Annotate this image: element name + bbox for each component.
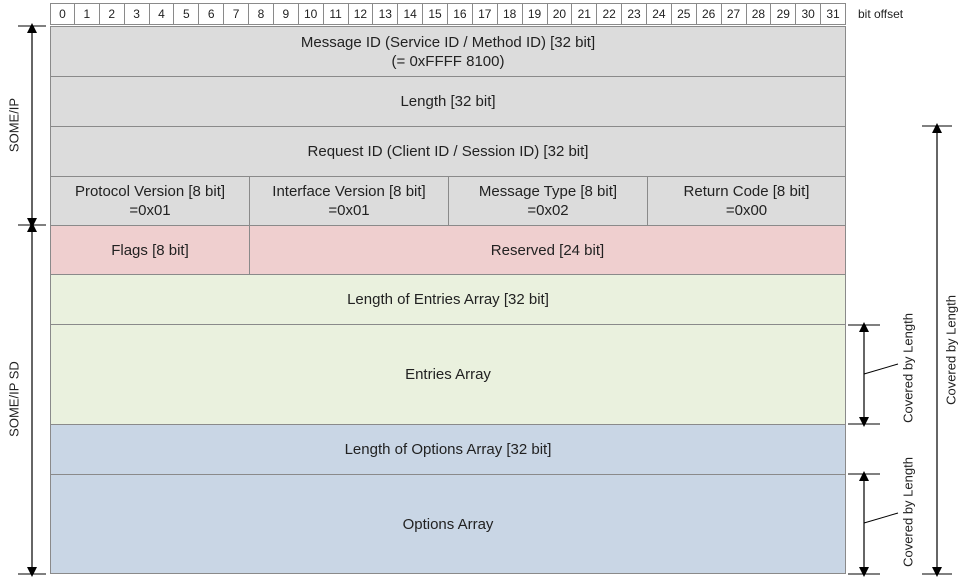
- message-id-label: Message ID (Service ID / Method ID) [32 …: [300, 33, 596, 51]
- request-id-label: Request ID (Client ID / Session ID) [32 …: [307, 143, 589, 160]
- protocol-version-field: Protocol Version [8 bit] =0x01: [50, 176, 250, 226]
- length-entries-field: Length of Entries Array [32 bit]: [50, 274, 846, 325]
- packet-format-grid: Message ID (Service ID / Method ID) [32 …: [50, 26, 846, 574]
- return-code-field: Return Code [8 bit] =0x00: [647, 176, 846, 226]
- message-id-field: Message ID (Service ID / Method ID) [32 …: [50, 26, 846, 77]
- bit-offset-cell: 28: [746, 3, 772, 25]
- bit-offset-cell: 22: [597, 3, 623, 25]
- bit-offset-cell: 2: [99, 3, 125, 25]
- length-options-field: Length of Options Array [32 bit]: [50, 424, 846, 475]
- someip-label: SOME/IP: [6, 97, 22, 153]
- bit-offset-cell: 10: [298, 3, 324, 25]
- bit-offset-cell: 8: [249, 3, 274, 25]
- protocol-version-value: =0x01: [129, 202, 171, 219]
- flags-label: Flags [8 bit]: [111, 241, 189, 259]
- return-code-value: =0x00: [725, 202, 768, 219]
- bit-offset-cell: 6: [199, 3, 225, 25]
- interface-version-label: Interface Version [8 bit]: [272, 183, 426, 200]
- entries-array-field: Entries Array: [50, 324, 846, 425]
- length-entries-label: Length of Entries Array [32 bit]: [347, 291, 549, 308]
- bit-offset-cell: 29: [771, 3, 797, 25]
- bit-offset-cell: 26: [696, 3, 722, 25]
- protocol-version-label: Protocol Version [8 bit]: [74, 183, 226, 200]
- reserved-field: Reserved [24 bit]: [249, 225, 846, 275]
- bit-offset-cell: 16: [448, 3, 473, 25]
- bit-offset-cell: 31: [821, 3, 846, 25]
- bit-offset-cell: 3: [124, 3, 150, 25]
- length-label: Length [32 bit]: [400, 93, 496, 110]
- bit-offset-cell: 13: [373, 3, 399, 25]
- options-covered-label: Covered by Length: [900, 457, 916, 567]
- bit-offset-cell: 20: [547, 3, 573, 25]
- bit-offset-cell: 17: [472, 3, 498, 25]
- bit-offset-cell: 27: [721, 3, 747, 25]
- bit-offset-label: bit offset: [858, 7, 904, 21]
- someip-sd-label: SOME/IP SD: [6, 361, 22, 437]
- bit-offset-cell: 11: [323, 3, 349, 25]
- bit-offset-cell: 12: [348, 3, 374, 25]
- message-type-label: Message Type [8 bit]: [478, 183, 618, 200]
- bit-offset-cell: 18: [497, 3, 523, 25]
- reserved-label: Reserved [24 bit]: [490, 241, 605, 259]
- bit-offset-cell: 21: [572, 3, 598, 25]
- bit-offset-cell: 14: [398, 3, 424, 25]
- bit-offset-cell: 5: [174, 3, 200, 25]
- message-type-value: =0x02: [527, 202, 569, 219]
- options-array-field: Options Array: [50, 474, 846, 574]
- return-code-label: Return Code [8 bit]: [683, 183, 810, 200]
- message-id-value: (= 0xFFFF 8100): [391, 52, 505, 70]
- interface-version-field: Interface Version [8 bit] =0x01: [249, 176, 449, 226]
- total-covered-label: Covered by Length: [943, 295, 959, 405]
- options-array-label: Options Array: [402, 515, 494, 533]
- bit-offset-cell: 19: [522, 3, 548, 25]
- request-id-field: Request ID (Client ID / Session ID) [32 …: [50, 126, 846, 177]
- bit-offset-cell: 23: [622, 3, 647, 25]
- bit-offset-cell: 0: [50, 3, 75, 25]
- length-options-label: Length of Options Array [32 bit]: [344, 441, 552, 458]
- bit-offset-cell: 4: [149, 3, 175, 25]
- interface-version-value: =0x01: [328, 202, 370, 219]
- bit-offset-cell: 25: [671, 3, 697, 25]
- bit-offset-cell: 15: [423, 3, 448, 25]
- entries-array-label: Entries Array: [405, 366, 491, 383]
- bit-offset-cell: 1: [74, 3, 100, 25]
- entries-covered-label: Covered by Length: [900, 313, 916, 423]
- bit-offset-cell: 30: [796, 3, 822, 25]
- bit-offset-cell: 24: [647, 3, 672, 25]
- flags-field: Flags [8 bit]: [50, 225, 250, 275]
- bit-offset-cell: 7: [224, 3, 249, 25]
- length-field: Length [32 bit]: [50, 76, 846, 127]
- bit-offset-cell: 9: [273, 3, 299, 25]
- message-type-field: Message Type [8 bit] =0x02: [448, 176, 648, 226]
